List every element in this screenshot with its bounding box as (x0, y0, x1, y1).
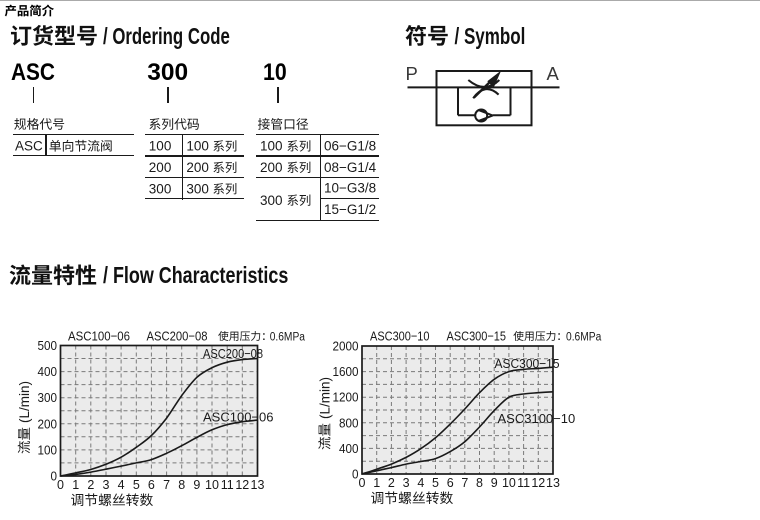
svg-text:11: 11 (221, 478, 234, 492)
svg-text:6: 6 (148, 478, 155, 492)
svg-text:08−G1/4: 08−G1/4 (324, 160, 377, 175)
svg-text:0.6MPa: 0.6MPa (270, 332, 306, 344)
svg-text:2000: 2000 (333, 340, 359, 354)
svg-text:2: 2 (87, 478, 94, 492)
svg-text:300: 300 (260, 193, 283, 208)
svg-text:/ Ordering Code: / Ordering Code (103, 24, 230, 49)
svg-text:5: 5 (133, 478, 140, 492)
svg-text:10−G3/8: 10−G3/8 (324, 181, 376, 196)
svg-text:10: 10 (263, 58, 287, 86)
svg-text:1600: 1600 (333, 365, 359, 379)
svg-text:0: 0 (57, 478, 64, 492)
svg-text:(L/min): (L/min) (318, 377, 333, 419)
svg-text:500: 500 (38, 339, 58, 353)
svg-text:0: 0 (352, 468, 359, 482)
svg-text:ASC: ASC (11, 58, 55, 86)
svg-text:11: 11 (517, 476, 530, 490)
svg-text:9: 9 (491, 476, 498, 490)
svg-text:400: 400 (339, 442, 359, 456)
svg-text:06−G1/8: 06−G1/8 (324, 139, 376, 154)
svg-text:300: 300 (149, 181, 172, 196)
svg-text:200: 200 (149, 160, 172, 175)
svg-text:7: 7 (163, 478, 170, 492)
svg-text:300: 300 (38, 391, 58, 405)
svg-text:200: 200 (186, 160, 209, 175)
svg-text:13: 13 (251, 478, 265, 492)
svg-text:200: 200 (260, 160, 283, 175)
svg-text:15−G1/2: 15−G1/2 (324, 202, 376, 217)
svg-text:300: 300 (147, 59, 188, 86)
svg-text:1: 1 (373, 476, 380, 490)
svg-text:ASC: ASC (15, 139, 43, 154)
svg-text:2: 2 (388, 476, 395, 490)
svg-text:ASC300−10: ASC300−10 (370, 329, 430, 344)
svg-text:9: 9 (193, 478, 200, 492)
svg-text:12: 12 (531, 476, 545, 490)
svg-text:ASC300−15: ASC300−15 (495, 356, 560, 371)
svg-text:8: 8 (476, 476, 483, 490)
svg-text:200: 200 (38, 417, 58, 431)
svg-text:ASC100−06: ASC100−06 (203, 410, 273, 425)
svg-text:7: 7 (461, 476, 468, 490)
svg-text:4: 4 (118, 478, 125, 492)
svg-text:100: 100 (186, 139, 209, 154)
svg-text:A: A (547, 63, 560, 84)
svg-text:100: 100 (149, 139, 172, 154)
svg-text:6: 6 (447, 476, 454, 490)
svg-text:1200: 1200 (333, 391, 359, 405)
svg-text:100: 100 (38, 443, 58, 457)
svg-text:0.6MPa: 0.6MPa (566, 332, 602, 344)
svg-text:ASC3100−10: ASC3100−10 (498, 411, 576, 426)
svg-text:0: 0 (51, 470, 58, 484)
svg-text:ASC200−08: ASC200−08 (203, 346, 263, 361)
svg-text:0: 0 (359, 476, 366, 490)
svg-text:5: 5 (432, 476, 439, 490)
svg-text:/ Flow Characteristics: / Flow Characteristics (103, 263, 288, 289)
svg-text:P: P (406, 63, 418, 84)
svg-text:300: 300 (186, 181, 209, 196)
svg-text:(L/min): (L/min) (17, 381, 32, 423)
svg-text:ASC100−06: ASC100−06 (68, 329, 130, 344)
svg-text:400: 400 (38, 365, 58, 379)
svg-text:3: 3 (103, 478, 110, 492)
svg-text:8: 8 (178, 478, 185, 492)
svg-text:10: 10 (502, 476, 516, 490)
svg-text:100: 100 (260, 139, 283, 154)
svg-text:800: 800 (339, 416, 359, 430)
svg-text:1: 1 (72, 478, 79, 492)
svg-text:10: 10 (205, 478, 219, 492)
svg-text:/ Symbol: / Symbol (455, 24, 526, 49)
svg-text:13: 13 (546, 476, 560, 490)
svg-text:4: 4 (417, 476, 424, 490)
svg-text:12: 12 (235, 478, 249, 492)
svg-text:ASC200−08: ASC200−08 (147, 329, 208, 344)
svg-text:3: 3 (403, 476, 410, 490)
svg-text:ASC300−15: ASC300−15 (447, 329, 507, 344)
